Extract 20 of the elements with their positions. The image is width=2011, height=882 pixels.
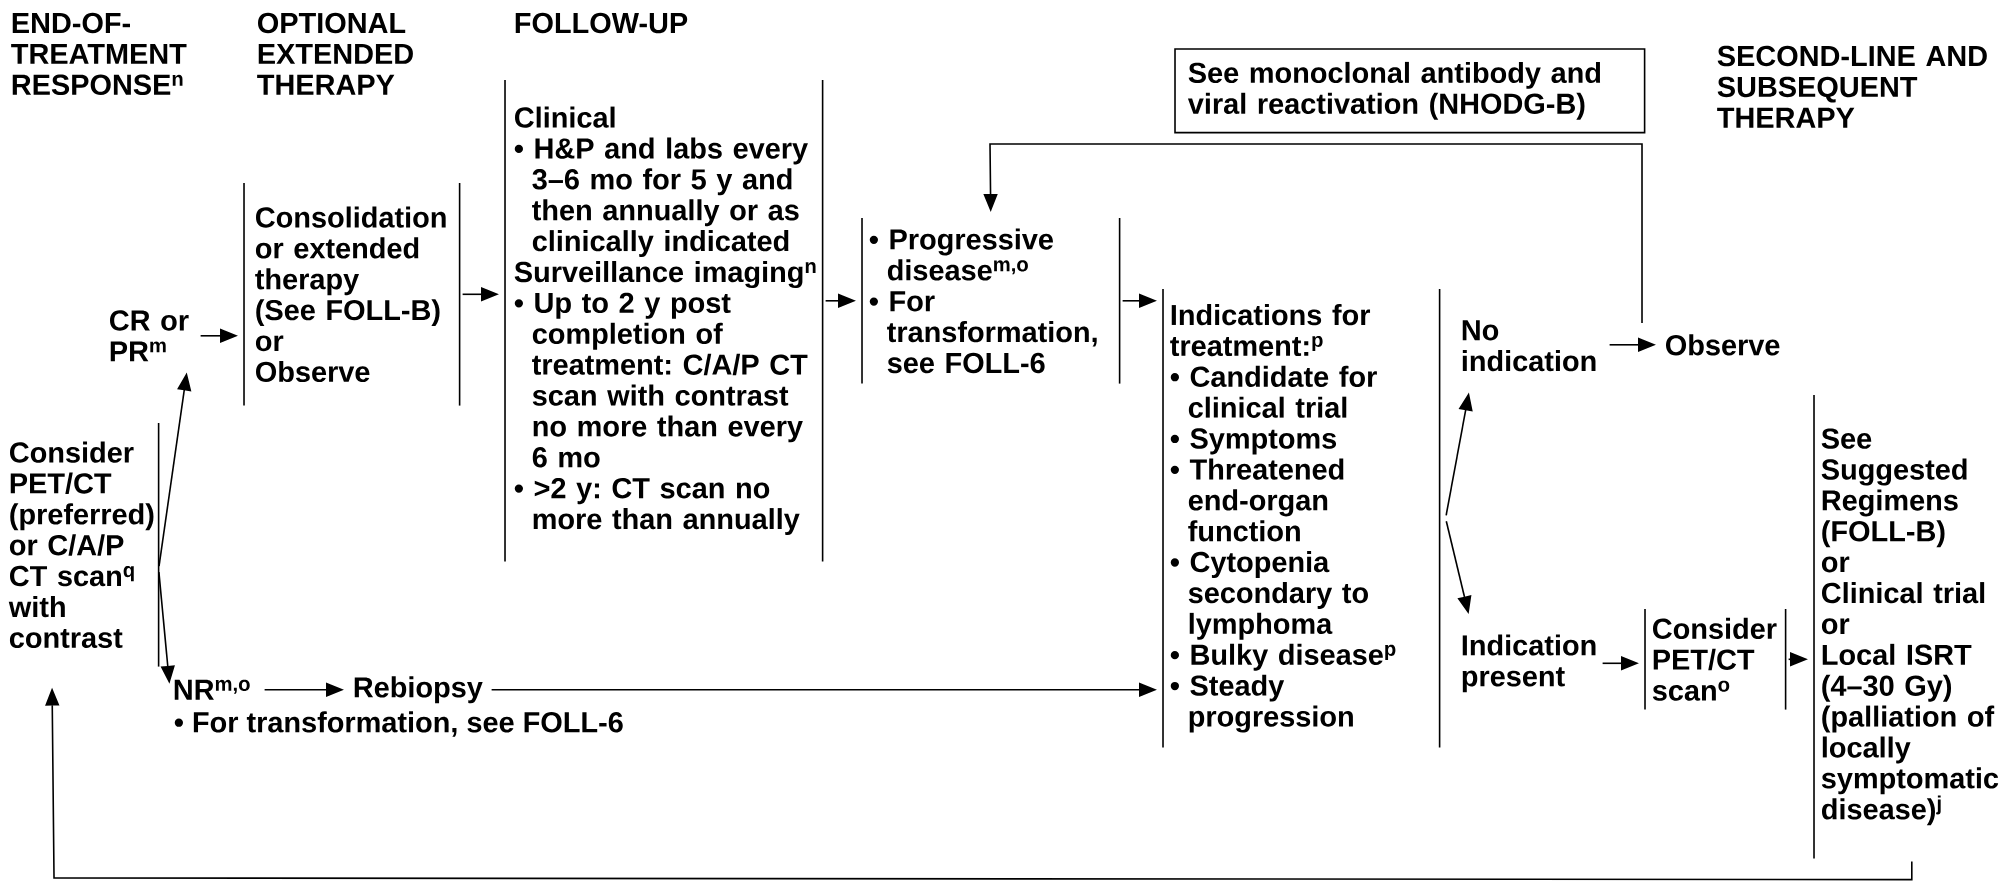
column-header: OPTIONAL EXTENDED THERAPY	[257, 12, 413, 95]
step-text: NR$^{m,o}$	[174, 679, 250, 700]
step-text: Indication present	[1462, 634, 1596, 693]
note-text: • For transformation, see FOLL-6	[174, 711, 623, 737]
bracketed-text: Clinical • H&P and labs every 3–6 mo for 5 y and then annually or as clinically indicated Surveillance imaging$^{n}$ • Up to 2 y post completion of treatment: C/A/P CT scan with contrast no more than every 6 mo • >2 y: CT scan no more than annually	[504, 79, 824, 563]
bracketed-text: Indications for treatment:$^{p}$ • Candidate for clinical trial • Symptoms • Threatened end-organ function • Cytopenia secondary to lymphoma • Bulky disease$^{p}$ • Steady progression	[1162, 288, 1441, 749]
column-header: FOLLOW-UP	[515, 12, 688, 34]
bracketed-text: Consolidation or extended therapy (See FOLL-B) or Observe	[243, 182, 461, 407]
bracketed-text: Consider PET/CT (preferred) or C/A/P CT scan$^{q}$ with contrast	[8, 422, 160, 668]
bracketed-text: Consider PET/CT scan$^{o}$	[1644, 608, 1787, 711]
step-text: No indication	[1462, 320, 1596, 372]
step-text: Observe	[1666, 334, 1780, 356]
bracketed-text: See Suggested Regimens (FOLL-B) or Clinical trial or Local ISRT (4–30 Gy) (palliation of locally symptomatic disease)$^{j}$	[1813, 394, 1999, 860]
column-header: END-OF-TREATMENT RESPONSE$^{n}$	[11, 12, 187, 95]
note-box: See monoclonal antibody and viral reactivation (NHODG-B)	[1174, 48, 1646, 134]
arrow	[983, 143, 1643, 324]
step-text: Rebiopsy	[354, 676, 483, 704]
bracketed-text: • Progressive disease$^{m,o}$ • For transformation, see FOLL-6	[861, 217, 1121, 385]
step-text: CR or PR$^{m}$	[110, 310, 189, 362]
column-header: SECOND-LINE AND SUBSEQUENT THERAPY	[1717, 45, 1987, 128]
